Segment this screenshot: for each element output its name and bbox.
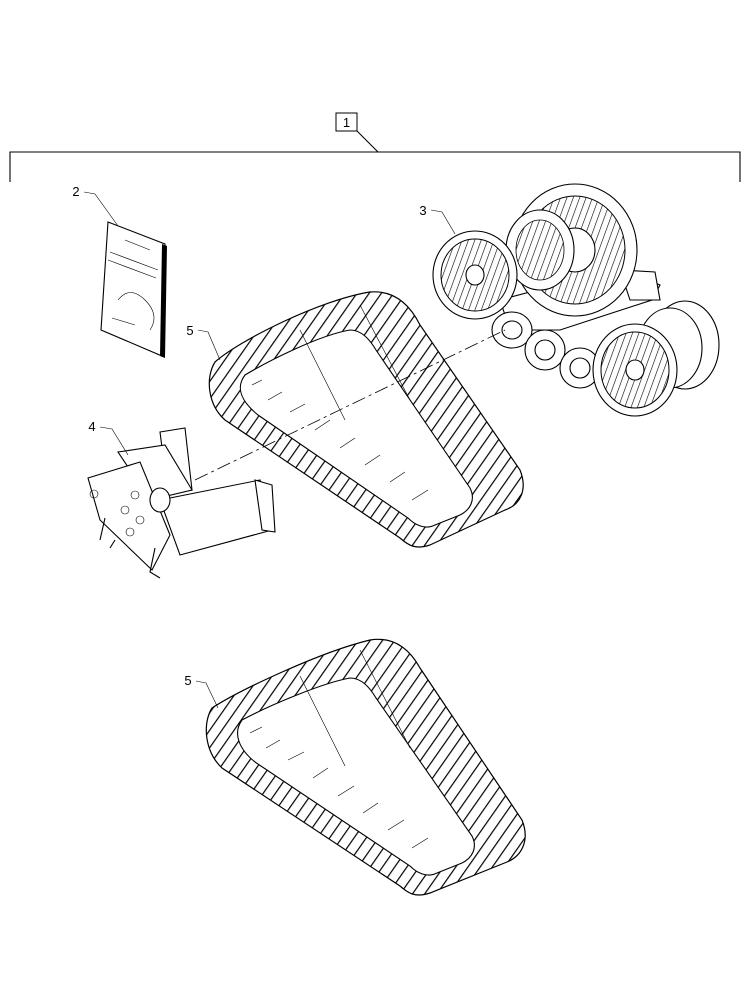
assembly-centerline: [194, 329, 506, 481]
manual-icon: [100, 221, 167, 358]
mounting-bracket: [87, 427, 276, 579]
undercarriage-wheel-assembly: [432, 183, 720, 417]
callout-3: 3: [419, 203, 456, 235]
callout-2: 2: [72, 184, 119, 227]
callout-5-lower-label: 5: [184, 673, 191, 688]
callout-5-lower: 5: [184, 673, 219, 709]
callout-2-label: 2: [72, 184, 79, 199]
rubber-track-lower: [205, 638, 526, 896]
callout-4-label: 4: [88, 419, 95, 434]
callout-5-upper-label: 5: [186, 323, 193, 338]
callout-1-label: 1: [343, 115, 350, 130]
callout-4: 4: [88, 419, 129, 456]
callout-3-label: 3: [419, 203, 426, 218]
callout-1: 1: [335, 112, 358, 132]
callout-5-upper: 5: [186, 323, 221, 361]
assembly-bracket: [9, 130, 741, 182]
rubber-track-upper: [208, 291, 524, 548]
